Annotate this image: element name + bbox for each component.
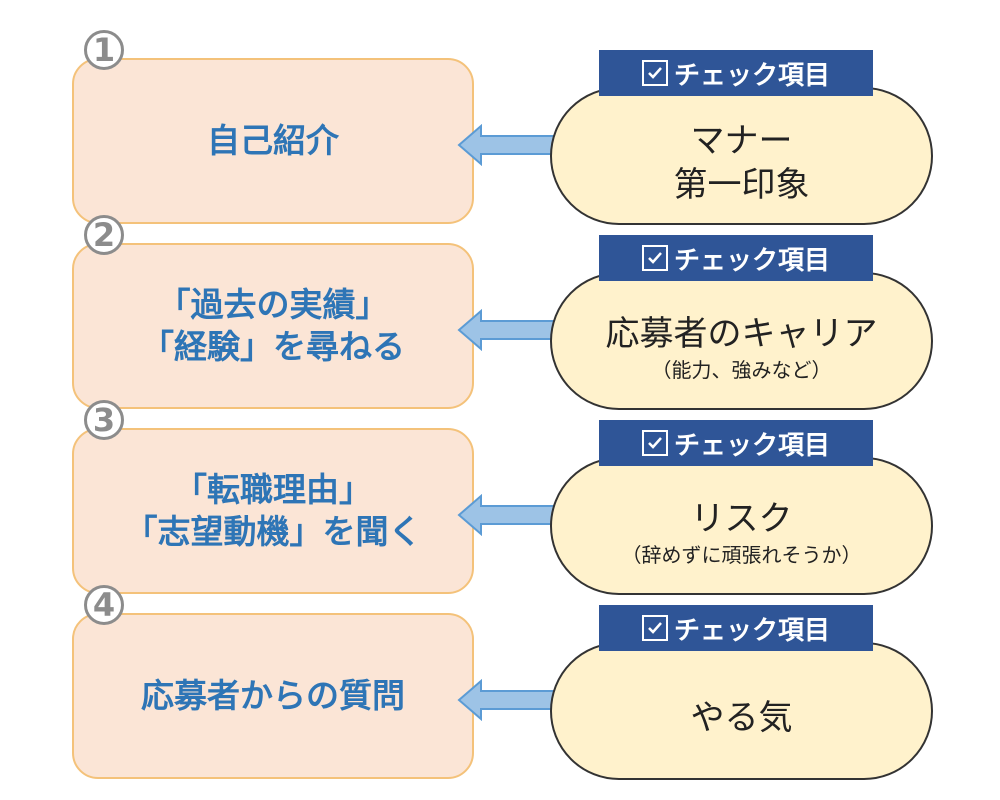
step-2-title-line-1: 「過去の実績」 (157, 285, 389, 324)
step-4-check-label: チェック項目 (599, 605, 873, 651)
step-3-title-line-2: 「志望動機」を聞く (124, 512, 422, 551)
step-1-check-bubble: マナー 第一印象 (550, 87, 933, 225)
step-1-check-label: チェック項目 (599, 50, 873, 96)
step-2-check-bubble: 応募者のキャリア （能力、強みなど） (550, 272, 933, 410)
step-4-check-main-line-1: やる気 (690, 698, 793, 738)
checkbox-icon (641, 245, 668, 271)
step-2-check-label: チェック項目 (599, 235, 873, 281)
step-1-number: 1 (84, 30, 124, 70)
step-4-title-box: 応募者からの質問 (72, 613, 474, 779)
checkbox-icon (641, 430, 668, 456)
left-arrow-icon (457, 494, 560, 536)
step-3-title-box: 「転職理由」 「志望動機」を聞く (72, 428, 474, 594)
step-1-title-box: 自己紹介 (72, 58, 474, 224)
step-1-check-main-line-2: 第一印象 (673, 165, 810, 205)
step-3-check-label: チェック項目 (599, 420, 873, 466)
step-2-number: 2 (84, 215, 124, 255)
step-2-check-main-line-1: 応募者のキャリア (605, 314, 878, 354)
step-3-check-main-line-1: リスク (690, 499, 793, 539)
step-1-check-main-line-1: マナー (690, 121, 793, 161)
checkbox-icon (641, 60, 668, 86)
step-3-check-sub: （辞めずに頑張れそうか） (621, 543, 862, 567)
step-3-number: 3 (84, 400, 124, 440)
step-2: 「過去の実績」 「経験」を尋ねる 2 応募者のキャリア （能力、強みなど） チェ… (0, 215, 1000, 410)
step-1-check-label-text: チェック項目 (673, 60, 830, 91)
step-4-check-bubble: やる気 (550, 642, 933, 780)
step-3-check-bubble: リスク （辞めずに頑張れそうか） (550, 457, 933, 595)
checkbox-icon (641, 615, 668, 641)
step-3-title-line-1: 「転職理由」 (174, 470, 372, 509)
step-3-check-label-text: チェック項目 (673, 430, 830, 461)
left-arrow-icon (457, 679, 560, 721)
step-2-check-sub: （能力、強みなど） (651, 358, 832, 382)
step-3: 「転職理由」 「志望動機」を聞く 3 リスク （辞めずに頑張れそうか） チェック… (0, 400, 1000, 595)
left-arrow-icon (457, 309, 560, 351)
step-4-number: 4 (84, 585, 124, 625)
step-2-title-line-2: 「経験」を尋ねる (141, 327, 405, 366)
step-4-check-label-text: チェック項目 (673, 615, 830, 646)
step-4-title-line-1: 応募者からの質問 (141, 676, 405, 715)
step-1-title-line-1: 自己紹介 (207, 121, 339, 160)
step-2-title-box: 「過去の実績」 「経験」を尋ねる (72, 243, 474, 409)
step-1: 自己紹介 1 マナー 第一印象 チェック項目 (0, 30, 1000, 225)
left-arrow-icon (457, 124, 560, 166)
step-4: 応募者からの質問 4 やる気 チェック項目 (0, 585, 1000, 780)
step-2-check-label-text: チェック項目 (673, 245, 830, 276)
